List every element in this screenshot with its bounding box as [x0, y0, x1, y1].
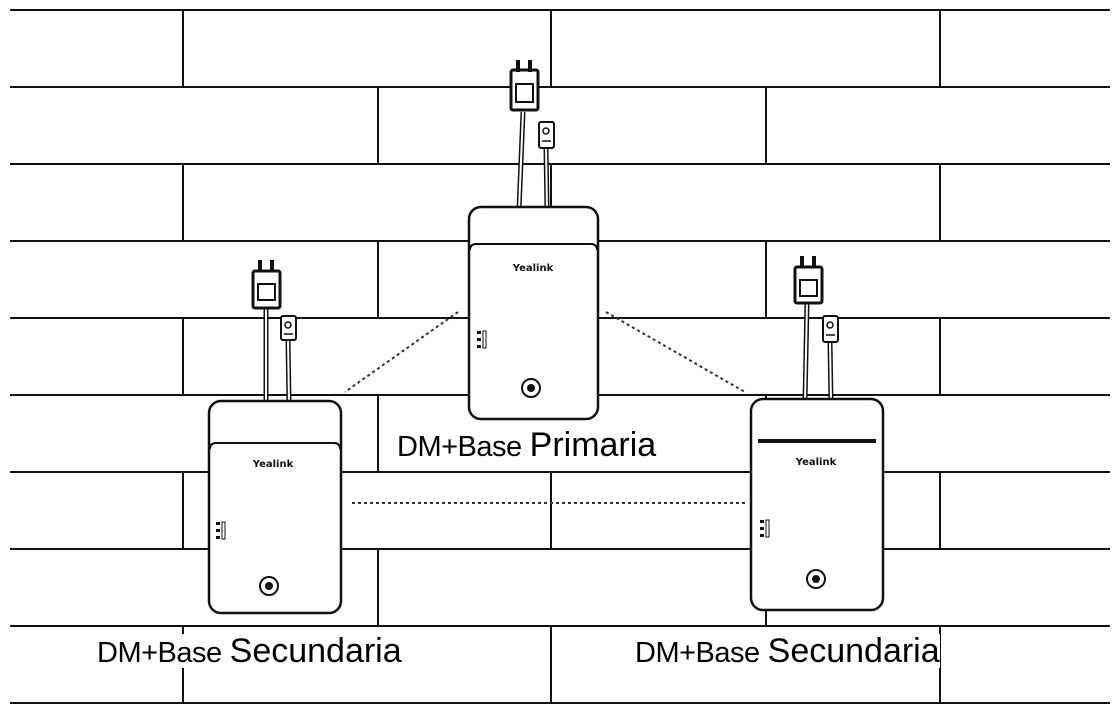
power-adapter-icon	[793, 256, 824, 305]
station-role: Secundaria	[767, 632, 940, 670]
power-button-icon	[521, 378, 541, 398]
brand-logo: Yealink	[512, 263, 554, 274]
secondary-right-station-device: Yealink	[749, 256, 885, 612]
power-button-icon	[806, 569, 826, 589]
ethernet-plug-icon	[822, 315, 839, 343]
brand-logo: Yealink	[795, 457, 837, 468]
power-adapter-icon	[509, 60, 540, 112]
primary-station-device: Yealink	[467, 60, 600, 421]
link-primary-to-right	[605, 311, 746, 393]
station-role: Secundaria	[229, 632, 402, 670]
power-button-icon	[259, 576, 279, 596]
station-model: DM+Base	[97, 637, 222, 669]
connection-links	[344, 311, 748, 504]
power-adapter-icon	[251, 260, 282, 310]
ethernet-plug-icon	[280, 315, 297, 341]
ethernet-plug-icon	[538, 121, 555, 149]
secondary-left-station-device: Yealink	[207, 260, 343, 615]
link-primary-to-left	[344, 311, 459, 393]
brand-logo: Yealink	[252, 459, 294, 470]
station-model: DM+Base	[635, 637, 760, 669]
station-role: Primaria	[529, 426, 657, 464]
station-model: DM+Base	[397, 431, 522, 463]
